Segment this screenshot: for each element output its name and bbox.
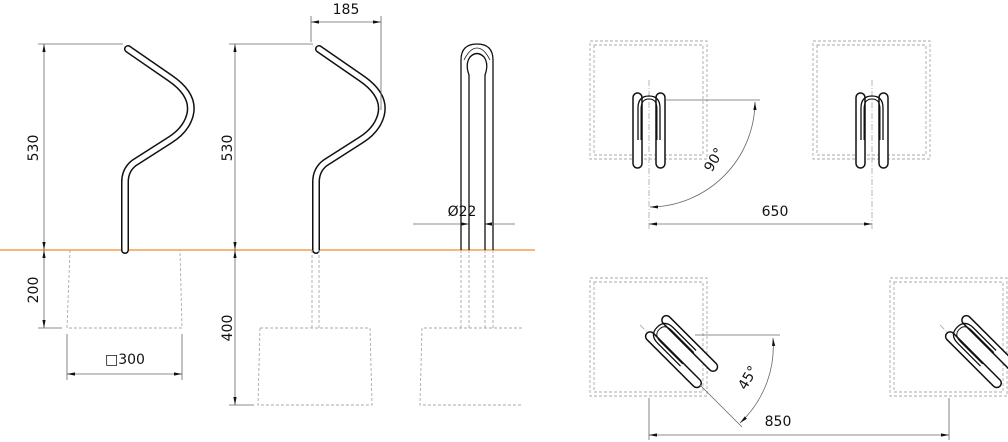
- angle-45: 45°: [735, 363, 761, 393]
- side-view-deep-base: 530 400 185: [220, 2, 382, 406]
- plan-view-45: 45° 850: [589, 277, 1008, 440]
- dim-300: □300: [105, 352, 145, 368]
- dim-850: 850: [765, 414, 792, 430]
- dim-185: 185: [333, 2, 360, 18]
- side-view-short-base: 530 200 □300: [26, 43, 191, 380]
- dim-200: 200: [26, 277, 42, 304]
- dim-650: 650: [762, 204, 789, 220]
- angle-90: 90°: [701, 145, 727, 175]
- plan-view-90: 90° 650: [589, 40, 931, 230]
- dim-400: 400: [220, 315, 236, 342]
- front-view: Ø22: [413, 43, 522, 406]
- dim-diameter: Ø22: [448, 204, 477, 220]
- dim-530-a: 530: [26, 135, 42, 162]
- dim-530-b: 530: [220, 135, 236, 162]
